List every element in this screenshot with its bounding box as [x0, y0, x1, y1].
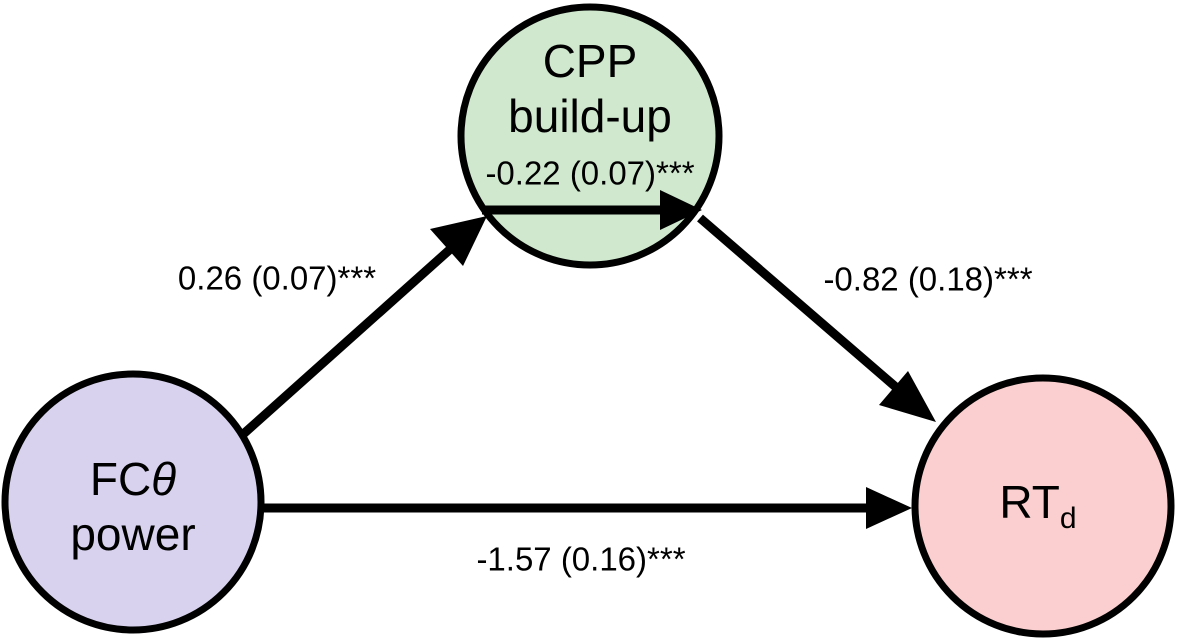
rt-d-circle[interactable] [911, 374, 1175, 638]
edge-fctheta-to-cpp-arrowhead [430, 216, 487, 266]
edge-fctheta-to-cpp-label: 0.26 (0.07)*** [178, 260, 376, 297]
edge-cpp-to-rtd-line [697, 214, 915, 405]
cpp-build-up-node[interactable]: CPP build-up -0.22 (0.07)*** [457, 3, 723, 269]
rt-d-base: RT [999, 476, 1060, 528]
edge-fctheta-to-cpp-line [237, 232, 468, 441]
theta-symbol: θ [151, 453, 176, 505]
edge-fctheta-to-rtd-label: -1.57 (0.16)*** [476, 541, 685, 578]
edge-fctheta-to-rtd-arrowhead [866, 487, 912, 529]
edge-cpp-to-rtd-label: -0.82 (0.18)*** [823, 261, 1032, 298]
edge-cpp-to-rtd-arrowhead [879, 371, 936, 422]
cpp-build-up-circle[interactable] [457, 3, 723, 269]
edge-inner-cpp-horizontal-label: -0.22 (0.07)*** [485, 155, 694, 192]
edge-inner-cpp-horizontal-arrowhead [660, 190, 702, 230]
cpp-build-up-label-line1: CPP [543, 35, 638, 87]
edge-cpp-to-rtd [697, 214, 936, 422]
fc-theta-power-circle[interactable] [1, 370, 265, 634]
rt-d-node[interactable]: RTd [911, 374, 1175, 638]
fc-theta-power-label-line1: FCθ [90, 453, 176, 505]
cpp-build-up-label-line2: build-up [508, 90, 672, 142]
edge-inner-cpp-horizontal [482, 190, 702, 230]
fc-theta-prefix: FC [90, 453, 151, 505]
rt-d-label: RTd [999, 476, 1076, 535]
edge-fctheta-to-cpp [237, 216, 487, 441]
edge-fctheta-to-rtd [263, 487, 912, 529]
fc-theta-power-node[interactable]: FCθ power [1, 370, 265, 634]
rt-d-subscript: d [1060, 502, 1077, 535]
fc-theta-power-label-line2: power [70, 508, 195, 560]
